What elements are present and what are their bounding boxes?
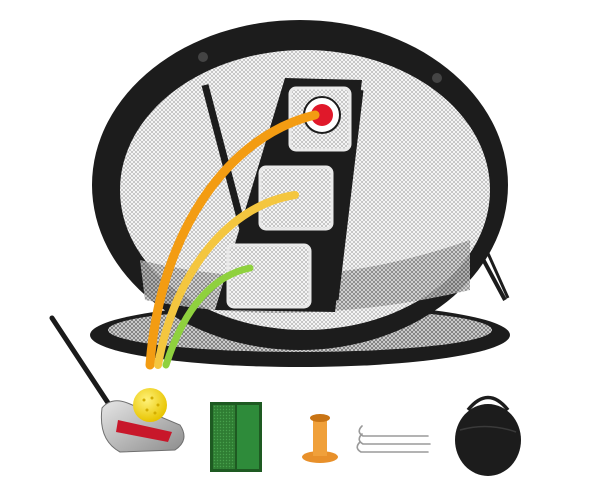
tee-body: [313, 418, 327, 456]
golf-ball: [133, 388, 167, 422]
mat-fairway: [237, 405, 259, 469]
mat-rough: [213, 405, 235, 469]
ground-stakes: [356, 425, 431, 453]
stake-icon: [358, 433, 431, 445]
stake-icon: [356, 441, 429, 453]
shot-arc-green: [162, 264, 254, 369]
frame-clip: [432, 73, 442, 83]
tee-top: [310, 414, 330, 422]
club-badge: [116, 420, 172, 442]
bag-zipper: [459, 425, 517, 433]
bag-handle: [466, 395, 510, 412]
golf-club: [49, 315, 185, 453]
bottom-target-pocket: [226, 243, 312, 309]
frame-clip: [198, 52, 208, 62]
golf-tee: [302, 414, 338, 463]
shot-arc-yellow: [154, 191, 299, 369]
chipping-net: [90, 20, 510, 370]
tee-icon: [302, 451, 338, 463]
hitting-mat: [210, 402, 262, 472]
golf-ball-icon: [133, 388, 167, 422]
bag-icon: [455, 404, 521, 476]
bullseye-center: [311, 104, 333, 126]
stake-icon: [358, 425, 429, 437]
shot-arc-orange: [145, 110, 320, 370]
carry-bag: [455, 395, 521, 476]
